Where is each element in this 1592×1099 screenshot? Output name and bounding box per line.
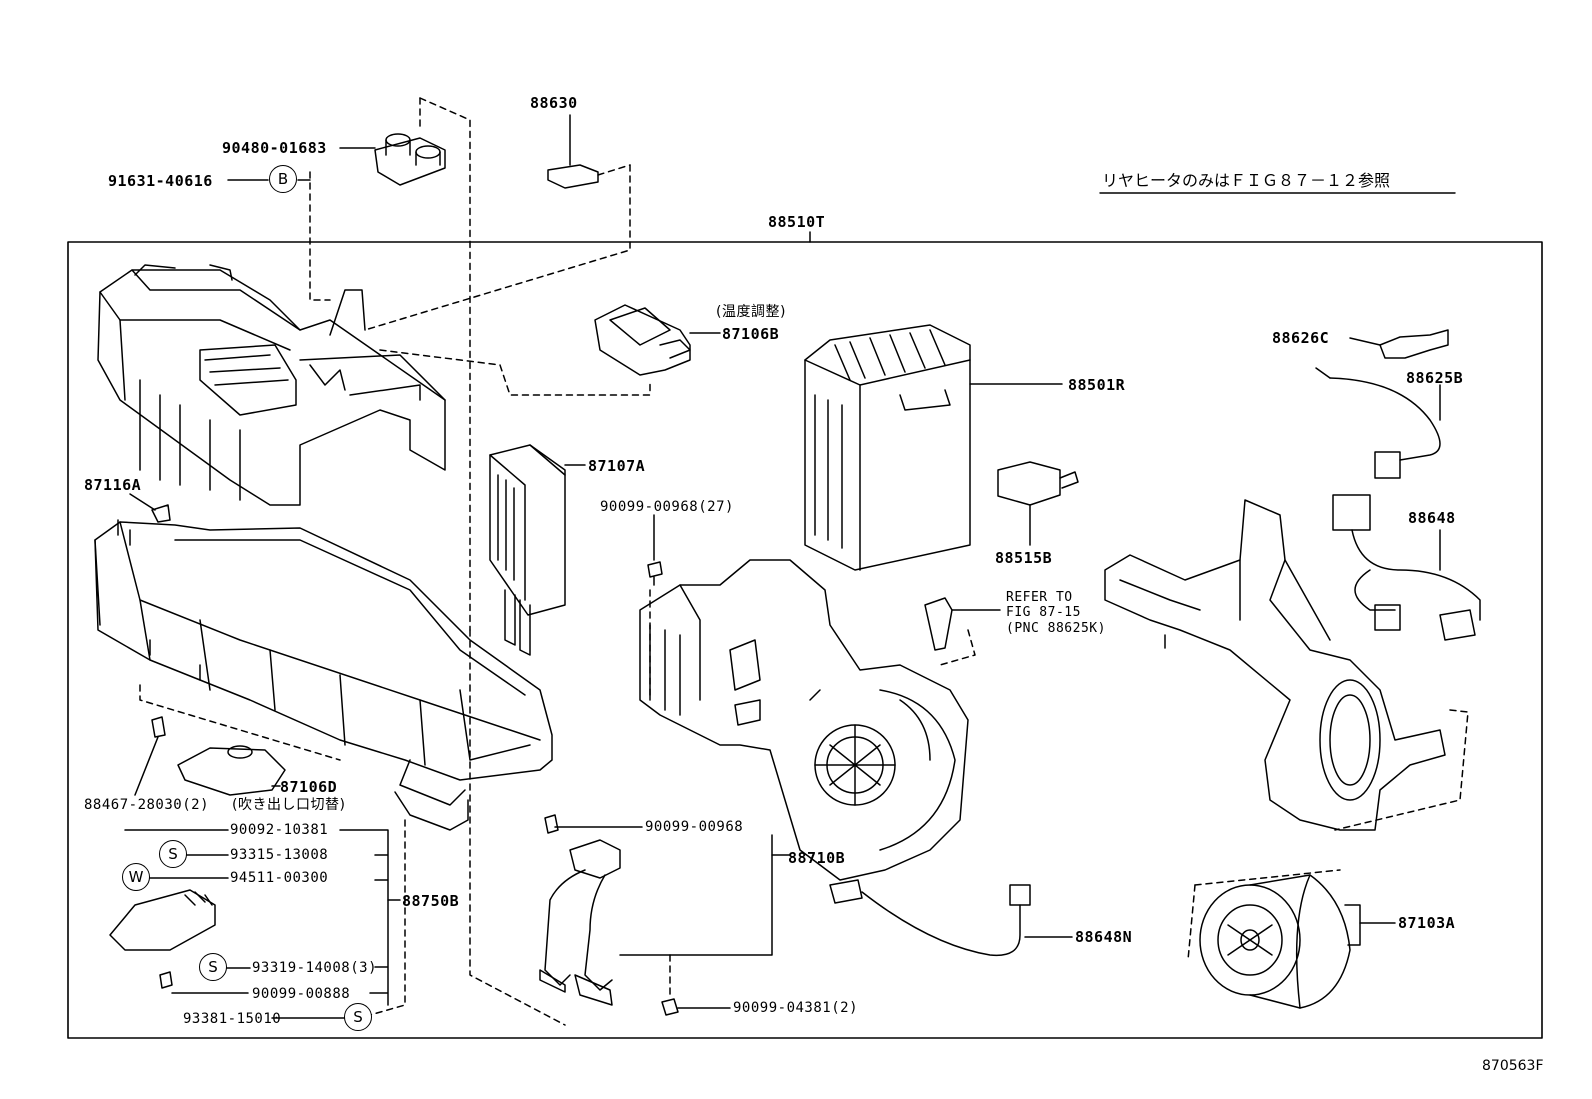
label-93319: 93319-14008(3) (252, 960, 378, 976)
duct-right-drawing (1104, 499, 1446, 831)
resistor-88750b (109, 889, 216, 951)
switch-88515b (997, 461, 1079, 506)
figure-id: 870563F (1482, 1058, 1544, 1074)
label-87106d: 87106D (280, 778, 338, 796)
thermistor-wire (1315, 367, 1441, 479)
label-88750b: 88750B (402, 892, 460, 910)
label-88501r: 88501R (1068, 376, 1126, 394)
label-90099-00888: 90099-00888 (252, 986, 351, 1002)
blower-case-drawing (639, 559, 969, 881)
label-90092: 90092-10381 (230, 822, 329, 838)
label-88467: 88467-28030(2) (84, 797, 210, 813)
label-90480: 90480-01683 (222, 139, 327, 157)
label-temp-adjust: (温度調整) (716, 304, 786, 320)
label-91631: 91631-40616 (108, 172, 213, 190)
label-88625b: 88625B (1406, 369, 1464, 387)
dashed-guides-left (139, 97, 1469, 1026)
symbol-s-1: S (159, 840, 187, 868)
label-90099-00968: 90099-00968 (645, 819, 744, 835)
grommet-part (374, 133, 446, 186)
blower-motor-part (1199, 874, 1361, 1009)
label-refer-2: FIG 87-15 (1006, 605, 1081, 620)
label-93381: 93381-15010 (183, 1011, 282, 1027)
label-94511: 94511-00300 (230, 870, 329, 886)
symbol-s-2: S (199, 953, 227, 981)
symbol-b: B (269, 165, 297, 193)
wiring-88648 (1332, 494, 1481, 641)
label-88630: 88630 (530, 94, 578, 112)
label-88710b: 88710B (788, 849, 846, 867)
label-outlet-switch: (吹き出し口切替) (232, 797, 346, 813)
label-90099-04381: 90099-04381(2) (733, 1000, 859, 1016)
duct-88710b (539, 839, 621, 1006)
label-87103a: 87103A (1398, 914, 1456, 932)
label-93315: 93315-13008 (230, 847, 329, 863)
upper-case-drawing (97, 264, 446, 506)
note-text: リヤヒータのみはＦＩＧ８７－１２参照 (1102, 171, 1391, 190)
label-88648n: 88648N (1075, 928, 1133, 946)
assembly-frame (67, 241, 1543, 1039)
label-88648: 88648 (1408, 509, 1456, 527)
label-refer-3: (PNC 88625K) (1006, 621, 1106, 636)
harness-88648n (829, 879, 1031, 957)
label-refer-1: REFER TO (1006, 590, 1073, 605)
relay-part (547, 164, 599, 189)
servo-87106d (177, 745, 286, 796)
lower-case-drawing (94, 519, 553, 831)
label-87116a: 87116A (84, 476, 142, 494)
label-88510t: 88510T (768, 213, 826, 231)
label-87106b: 87106B (722, 325, 780, 343)
heater-core-part (489, 444, 566, 656)
label-87107a: 87107A (588, 457, 646, 475)
symbol-s-3: S (344, 1003, 372, 1031)
sensor-88626c (1379, 329, 1449, 359)
evaporator-part (804, 324, 971, 571)
label-90099-00968-27: 90099-00968(27) (600, 499, 734, 515)
label-88515b: 88515B (995, 549, 1053, 567)
servo-87106b (594, 304, 691, 376)
symbol-w: W (122, 863, 150, 891)
label-88626c: 88626C (1272, 329, 1330, 347)
